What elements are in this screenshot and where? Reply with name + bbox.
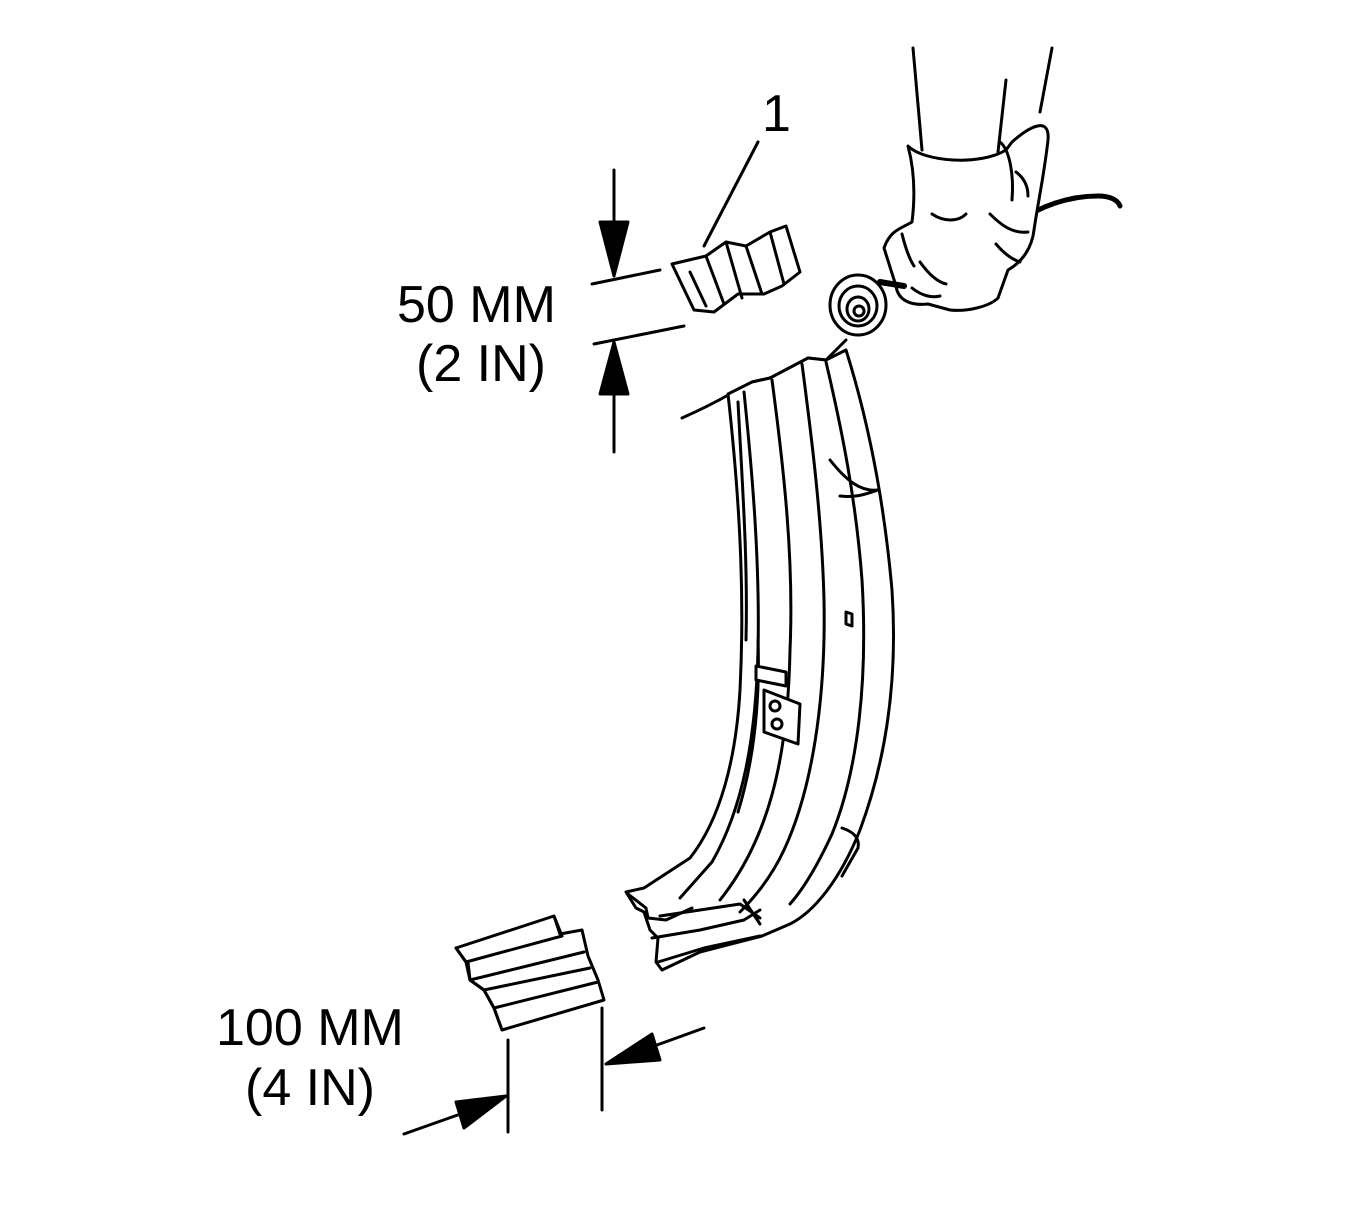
bottom-dimension bbox=[402, 1006, 706, 1136]
grinder-disc bbox=[828, 273, 907, 337]
callout-1-leader bbox=[702, 140, 760, 248]
callout-number-1: 1 bbox=[762, 85, 791, 143]
reinforcement-piece-upper bbox=[670, 224, 802, 314]
bottom-dimension-mm-label: 100 MM bbox=[216, 999, 404, 1057]
top-dimension-arrow-up-icon bbox=[598, 340, 630, 396]
bottom-dimension-arrow-right-icon bbox=[454, 1094, 508, 1130]
top-dimension-in-label: (2 IN) bbox=[416, 335, 546, 393]
top-dimension bbox=[590, 168, 686, 454]
bottom-dimension-arrow-left-icon bbox=[604, 1032, 662, 1066]
arm-sleeve bbox=[911, 46, 1054, 154]
gloved-hand bbox=[882, 124, 1050, 312]
top-dimension-mm-label: 50 MM bbox=[397, 276, 556, 334]
bottom-dimension-in-label: (4 IN) bbox=[245, 1059, 375, 1117]
replacement-piece-lower bbox=[454, 914, 606, 1032]
top-dimension-arrow-down-icon bbox=[598, 220, 630, 278]
pillar-section bbox=[624, 348, 896, 972]
